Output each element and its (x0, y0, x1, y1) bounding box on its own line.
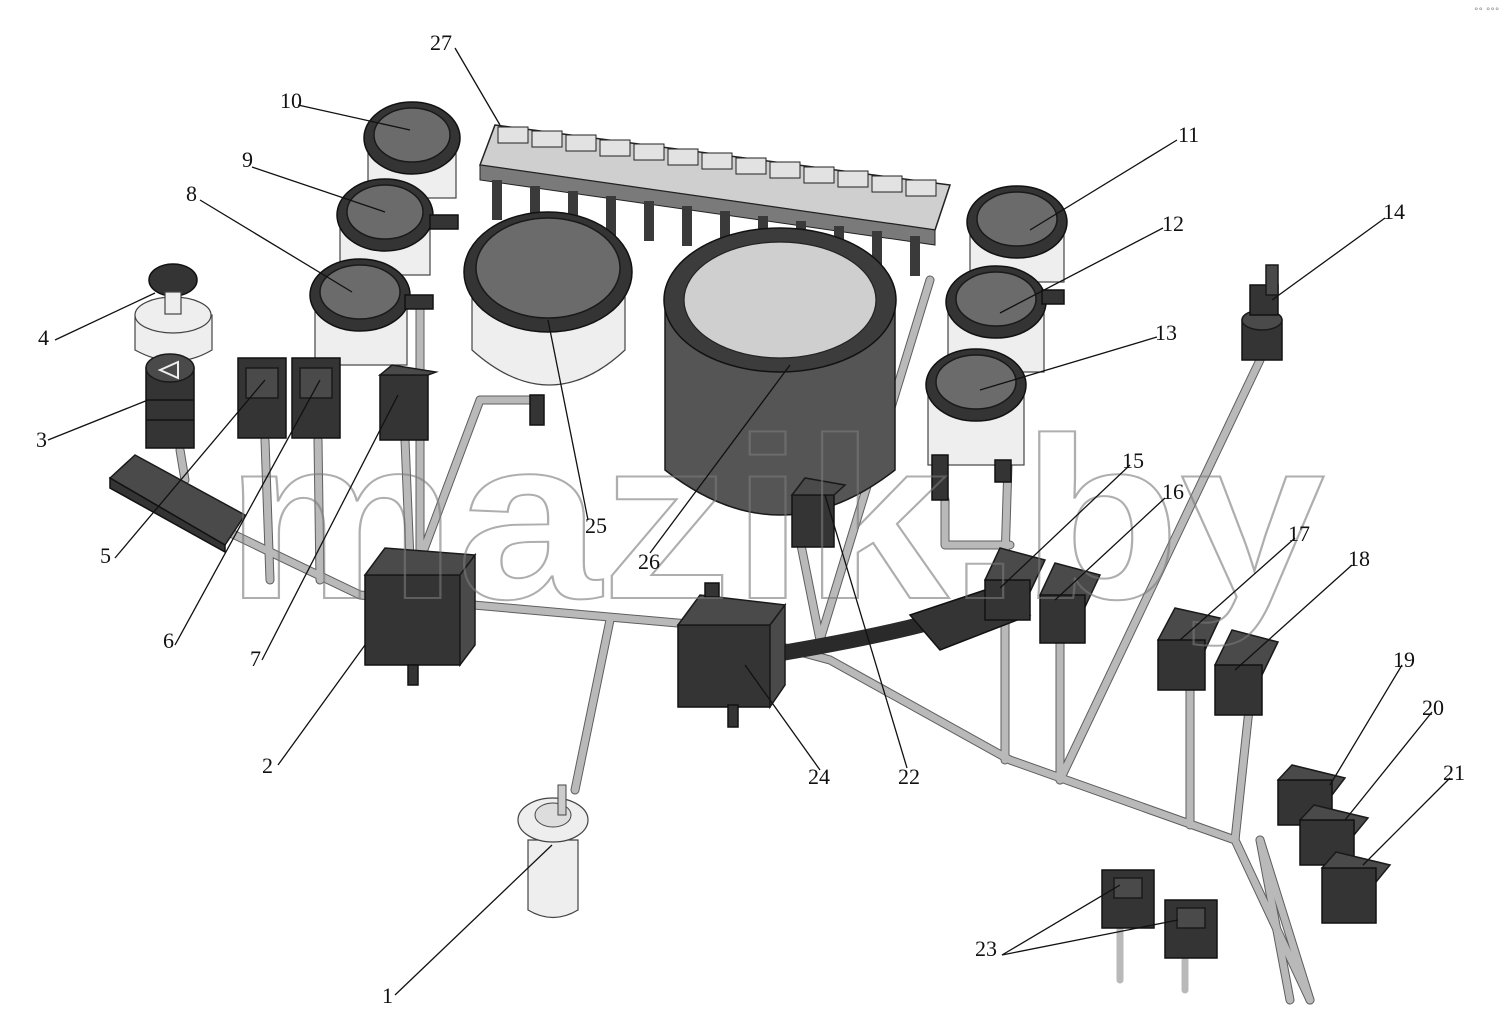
switch-16 (1038, 562, 1102, 644)
gauge-25 (463, 211, 633, 426)
leader-lines (47, 47, 1451, 996)
callout-labels: 1 2 3 4 5 6 7 8 9 10 11 12 13 14 15 16 1… (36, 30, 1465, 1008)
connector-block-24 (676, 582, 787, 728)
callout-1: 1 (382, 983, 393, 1008)
callout-21: 21 (1443, 760, 1465, 785)
callout-7: 7 (250, 646, 261, 671)
gauge-13 (925, 348, 1027, 501)
callout-10: 10 (280, 88, 302, 113)
callout-2: 2 (262, 753, 273, 778)
callout-5: 5 (100, 543, 111, 568)
callout-22: 22 (898, 764, 920, 789)
callout-11: 11 (1178, 122, 1199, 147)
sensor-1 (517, 784, 589, 919)
switch-17 (1156, 607, 1222, 691)
callout-15: 15 (1122, 448, 1144, 473)
callout-19: 19 (1393, 647, 1415, 672)
connector-block-2 (363, 547, 477, 686)
switch-7 (291, 357, 341, 439)
callout-6: 6 (163, 628, 174, 653)
callout-13: 13 (1155, 320, 1177, 345)
gauge-8 (309, 258, 434, 366)
callout-20: 20 (1422, 695, 1444, 720)
key-switch-14 (1241, 264, 1283, 361)
switch-23b (1164, 899, 1218, 959)
indicator-block-27 (478, 124, 951, 276)
switch-21 (1320, 851, 1392, 924)
switch-23a (1101, 869, 1155, 929)
callout-25: 25 (585, 513, 607, 538)
callout-9: 9 (242, 147, 253, 172)
callout-14: 14 (1383, 199, 1405, 224)
callout-26: 26 (638, 549, 660, 574)
thick-cable (762, 592, 1018, 663)
callout-17: 17 (1288, 521, 1310, 546)
callout-18: 18 (1348, 546, 1370, 571)
switch-near-8 (377, 364, 439, 441)
gauge-10 (363, 101, 461, 199)
knob-4 (134, 263, 213, 362)
hazard-switch-3 (145, 353, 195, 449)
switch-6 (237, 357, 287, 439)
callout-23: 23 (975, 936, 997, 961)
bar-5 (108, 454, 247, 554)
callout-3: 3 (36, 427, 47, 452)
callout-24: 24 (808, 764, 830, 789)
callout-27: 27 (430, 30, 452, 55)
gauge-11 (966, 185, 1068, 283)
callout-12: 12 (1162, 211, 1184, 236)
callout-8: 8 (186, 181, 197, 206)
switch-18 (1213, 629, 1280, 716)
relay-22 (790, 477, 847, 548)
callout-16: 16 (1162, 479, 1184, 504)
watermark-text: mazik.by (225, 390, 1325, 647)
speedometer-26 (663, 227, 897, 516)
corner-mark: °° °°° (1474, 7, 1499, 17)
callout-4: 4 (38, 325, 49, 350)
indicator-block-cells (497, 126, 937, 197)
